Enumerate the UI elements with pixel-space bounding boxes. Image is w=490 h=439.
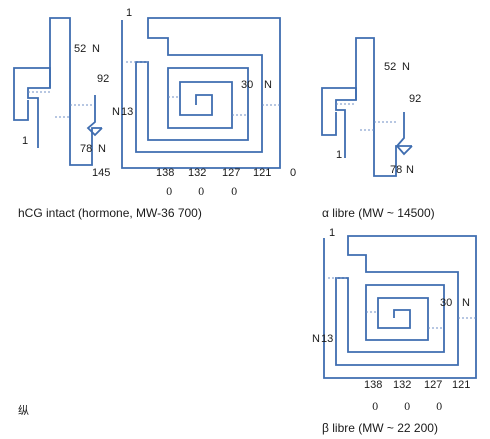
intact-alpha-subunit: 1 52 N 92 78 N xyxy=(13,17,109,166)
intact-beta-n-tag-30: N xyxy=(264,79,272,91)
free-beta-caption: β libre (MW ~ 22 200) xyxy=(322,421,438,435)
free-beta-o-glycan-1: 0 xyxy=(372,402,378,413)
intact-alpha-glycan-hook xyxy=(86,95,103,137)
free-beta-site-121: 121 xyxy=(452,379,470,391)
corner-mark: 纵 xyxy=(18,404,29,417)
free-alpha-caption: α libre (MW ~ 14500) xyxy=(322,206,435,220)
intact-beta-c-terminus: 145 xyxy=(92,167,110,179)
intact-beta-o-glycan-3: 0 xyxy=(231,187,237,198)
free-beta-site-138: 138 xyxy=(364,379,382,391)
free-beta-residue-30: 30 xyxy=(440,297,452,309)
intact-beta-site-132: 132 xyxy=(188,167,206,179)
intact-caption: hCG intact (hormone, MW-36 700) xyxy=(18,206,202,220)
free-alpha-residue-92: 92 xyxy=(409,93,421,105)
free-beta-residue-13: 13 xyxy=(321,333,333,345)
free-alpha-glycan-hook xyxy=(395,112,413,156)
free-beta-n-terminus: 1 xyxy=(329,227,335,239)
intact-alpha-residue-52: 52 xyxy=(74,43,86,55)
intact-beta-site-121: 121 xyxy=(253,167,271,179)
free-beta-n-tag-30: N xyxy=(462,297,470,309)
intact-alpha-chain xyxy=(13,67,51,148)
free-alpha-chain-main xyxy=(355,37,412,177)
free-alpha-subunit: 1 52 N 92 78 N xyxy=(321,37,421,177)
free-alpha-chain xyxy=(321,87,357,158)
intact-beta-chain xyxy=(121,17,281,169)
free-alpha-n-tag-78: N xyxy=(406,164,414,176)
free-beta-chain xyxy=(323,235,477,379)
free-alpha-n-tag-52: N xyxy=(402,61,410,73)
intact-alpha-residue-92: 92 xyxy=(97,73,109,85)
free-alpha-n-terminus: 1 xyxy=(336,149,342,161)
free-beta-subunit: 1 N 13 30 N 138 132 127 121 0 0 0 xyxy=(312,227,477,413)
free-alpha-residue-78: 78 xyxy=(390,164,402,176)
intact-beta-o-glycan-1: 0 xyxy=(166,187,172,198)
intact-beta-residue-13: 13 xyxy=(121,106,133,118)
free-beta-o-glycan-3: 0 xyxy=(436,402,442,413)
free-beta-n-tag-13: N xyxy=(312,333,320,345)
intact-beta-trailing-o: 0 xyxy=(290,167,296,179)
free-beta-o-glycan-2: 0 xyxy=(404,402,410,413)
intact-alpha-residue-78: 78 xyxy=(80,143,92,155)
intact-beta-n-terminus: 1 xyxy=(126,7,132,19)
intact-beta-site-127: 127 xyxy=(222,167,240,179)
intact-beta-o-glycan-2: 0 xyxy=(198,187,204,198)
free-beta-site-127: 127 xyxy=(424,379,442,391)
intact-alpha-chain-main xyxy=(49,17,102,166)
intact-beta-subunit: 1 N 13 30 N 145 138 132 127 121 0 0 0 0 xyxy=(92,7,296,198)
intact-alpha-n-terminus: 1 xyxy=(22,135,28,147)
intact-beta-n-tag-13: N xyxy=(112,106,120,118)
intact-alpha-n-tag-52: N xyxy=(92,43,100,55)
intact-beta-site-138: 138 xyxy=(156,167,174,179)
free-alpha-residue-52: 52 xyxy=(384,61,396,73)
intact-alpha-n-tag-78: N xyxy=(98,143,106,155)
free-beta-site-132: 132 xyxy=(393,379,411,391)
intact-beta-residue-30: 30 xyxy=(241,79,253,91)
